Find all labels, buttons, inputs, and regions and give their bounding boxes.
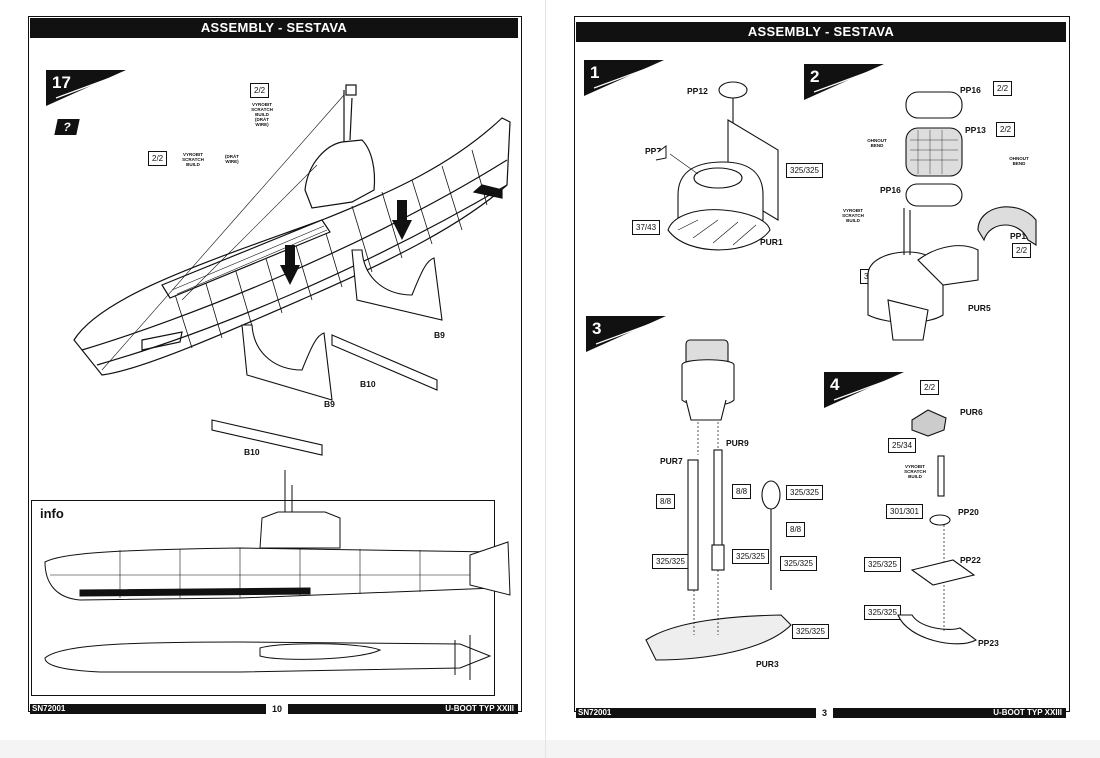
step-badge-shape (46, 70, 126, 106)
right-page-footer: SN72001 3 U-BOOT TYP XXIII (576, 708, 1066, 718)
footer-page-number: 10 (266, 704, 289, 714)
part-b10-left: B10 (244, 447, 260, 457)
step-number: 1 (590, 63, 600, 82)
right-page: ASSEMBLY - SESTAVA 1 PP12 PP7 325/325 37… (568, 10, 1078, 718)
footer-model: U-BOOT TYP XXIII (993, 708, 1062, 717)
bend-note-right: OHNOUT BEND (1009, 156, 1029, 166)
step-badge-shape (586, 316, 666, 352)
step-17-badge: 17 (46, 70, 126, 110)
tag-8-8-b: 8/8 (656, 494, 676, 509)
info-box (31, 500, 495, 696)
tag-pp13: 2/2 (996, 122, 1016, 137)
part-pp11: PP11 (1010, 231, 1031, 241)
footer-code: SN72001 (32, 704, 66, 713)
tag-325-a: 325/325 (786, 485, 823, 500)
step-badge-shape (824, 372, 904, 408)
step-4-drawing (897, 409, 978, 645)
tag-325-step4-a: 325/325 (864, 557, 901, 572)
tag-325-d: 325/325 (780, 556, 817, 571)
submarine-profile-drawings (44, 470, 511, 680)
tag-325-step1: 325/325 (786, 163, 823, 178)
tag-325-c: 325/325 (732, 549, 769, 564)
left-page-footer: SN72001 10 U-BOOT TYP XXIII (30, 704, 518, 714)
step-number: 4 (830, 375, 840, 394)
step-number: 3 (592, 319, 602, 338)
book-spine (545, 0, 546, 758)
tag-2-2-step4: 2/2 (920, 380, 940, 395)
part-pp13: PP13 (965, 125, 986, 135)
footer-model: U-BOOT TYP XXIII (445, 704, 514, 713)
scan-bottom-strip (0, 740, 1100, 758)
scratch-build-side: VYROBIT SCRATCH BUILD (182, 152, 204, 167)
step-2-drawing (867, 91, 1037, 341)
step-3-badge: 3 (586, 316, 666, 356)
bend-note-left: OHNOUT BEND (867, 138, 887, 148)
tag-tower: 2/2 (250, 83, 270, 98)
step-number: 17 (52, 73, 71, 92)
tag-325-step4-b: 325/325 (864, 605, 901, 620)
part-b10-right: B10 (360, 379, 376, 389)
wire-note: (DRÁT WIRE) (225, 154, 239, 164)
tag-8-8-a: 8/8 (732, 484, 752, 499)
scratch-build-step4: VYROBIT SCRATCH BUILD (904, 464, 926, 479)
part-pp12: PP12 (687, 86, 708, 96)
tag-side: 2/2 (148, 151, 168, 166)
part-pur6: PUR6 (960, 407, 983, 417)
scratch-build-step2: VYROBIT SCRATCH BUILD (842, 208, 864, 223)
part-pur9: PUR9 (726, 438, 749, 448)
step-badge-shape (584, 60, 664, 96)
stand-parts-drawing (211, 200, 443, 456)
tag-325-e: 325/325 (792, 624, 829, 639)
step-number: 2 (810, 67, 820, 86)
part-pp23: PP23 (978, 638, 999, 648)
part-pur1: PUR1 (760, 237, 783, 247)
tag-37-43: 37/43 (632, 220, 661, 235)
part-pur7: PUR7 (660, 456, 683, 466)
part-pp20: PP20 (958, 507, 979, 517)
part-pur5: PUR5 (968, 303, 991, 313)
step-1-drawing (655, 81, 779, 251)
info-title: info (40, 506, 64, 521)
step-1-badge: 1 (584, 60, 664, 100)
tag-pp11: 2/2 (1012, 243, 1032, 258)
step-badge-shape (804, 64, 884, 100)
part-pp7: PP7 (645, 146, 662, 156)
part-pp16-low: PP16 (880, 185, 901, 195)
part-b9-left: B9 (324, 399, 335, 409)
right-page-header: ASSEMBLY - SESTAVA (576, 22, 1066, 42)
part-pur3: PUR3 (756, 659, 779, 669)
part-b9-right: B9 (434, 330, 445, 340)
tag-pp16: 2/2 (993, 81, 1013, 96)
left-page: ASSEMBLY - SESTAVA 17 ? 2/2 VYROBIT SCRA… (22, 10, 532, 718)
left-page-header: ASSEMBLY - SESTAVA (30, 18, 518, 38)
footer-page-number: 3 (816, 708, 834, 718)
tag-8-8-c: 8/8 (786, 522, 806, 537)
step-3-drawing (645, 339, 792, 661)
tag-301-301: 301/301 (886, 504, 923, 519)
step-4-badge: 4 (824, 372, 904, 412)
tag-25-34: 25/34 (888, 438, 917, 453)
part-pp22: PP22 (960, 555, 981, 565)
step-2-badge: 2 (804, 64, 884, 104)
part-pp16-top: PP16 (960, 85, 981, 95)
scratch-build-tower: VYROBIT SCRATCH BUILD (DRÁT WIRE) (251, 102, 273, 127)
footer-code: SN72001 (578, 708, 612, 717)
